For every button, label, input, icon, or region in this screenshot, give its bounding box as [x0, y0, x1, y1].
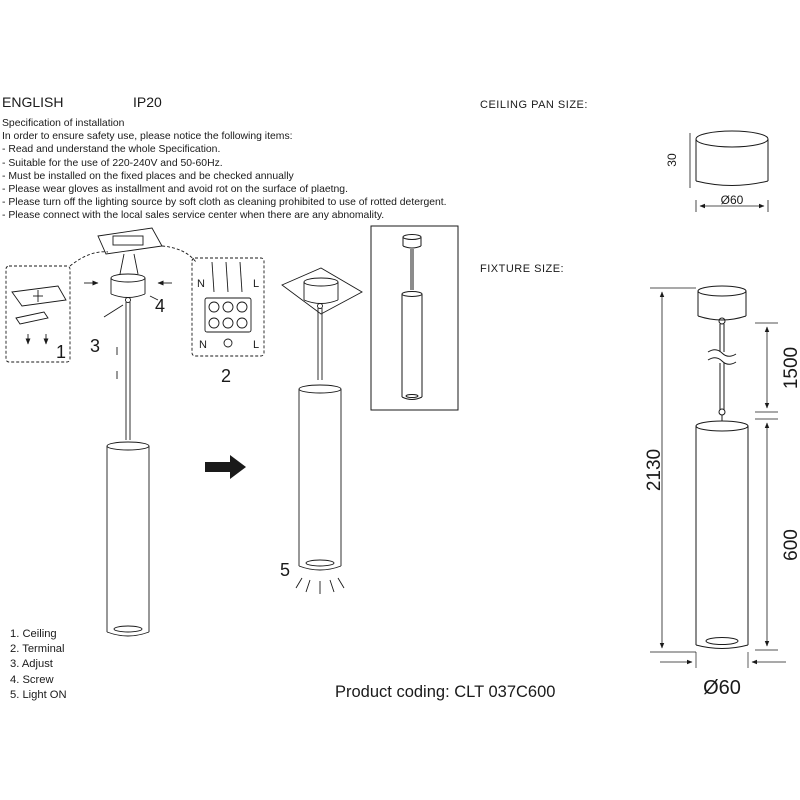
legend-item: 3. Adjust	[10, 658, 53, 671]
cable-length-label: 1500	[781, 347, 800, 389]
spec-item: - Please turn off the lighting source by…	[2, 197, 447, 209]
exploded-assembly	[69, 227, 197, 637]
assembled-fixture	[281, 267, 363, 594]
body-length-label: 600	[781, 529, 800, 561]
spec-item: - Please connect with the local sales se…	[2, 210, 385, 222]
step-2-label: 2	[221, 366, 231, 386]
fixture-heading: FIXTURE SIZE:	[480, 263, 565, 275]
fixture-drawing	[650, 285, 786, 668]
spec-item: - Suitable for the use of 220-240V and 5…	[2, 157, 223, 169]
legend-item: 2. Terminal	[10, 643, 65, 656]
fixture-inset	[370, 225, 459, 411]
language-label: ENGLISH	[2, 94, 64, 110]
ceiling-pan-heading: CEILING PAN SIZE:	[480, 99, 588, 111]
product-coding: Product coding: CLT 037C600	[335, 683, 556, 701]
spec-item: - Must be installed on the fixed places …	[2, 170, 294, 182]
wire-neutral-label: N	[197, 278, 205, 290]
ceiling-plate-detail	[5, 265, 71, 363]
ip-rating: IP20	[133, 94, 162, 110]
step-1-label: 1	[56, 342, 66, 362]
spec-item: - Please wear gloves as installment and …	[2, 184, 348, 196]
spec-item: - Read and understand the whole Specific…	[2, 144, 221, 156]
total-height-label: 2130	[644, 449, 665, 491]
assembly-arrow	[205, 455, 246, 479]
pan-diameter-label: Ø60	[721, 193, 744, 207]
terminal-block-detail	[191, 257, 265, 357]
specification-block: Specification of installation In order t…	[2, 117, 447, 223]
spec-title: Specification of installation	[2, 118, 125, 129]
wire-live-label: L	[253, 278, 259, 290]
legend-item: 4. Screw	[10, 673, 54, 686]
ceiling-pan-drawing	[689, 130, 769, 212]
fixture-diameter-label: Ø60	[703, 677, 741, 699]
wire-neutral-label: N	[199, 339, 207, 351]
spec-intro: In order to ensure safety use, please no…	[2, 131, 293, 143]
legend-item: 1. Ceiling	[10, 628, 57, 640]
step-4-label: 4	[155, 296, 165, 316]
step-5-label: 5	[280, 560, 290, 580]
step-3-label: 3	[90, 336, 100, 356]
pan-height-label: 30	[665, 153, 679, 167]
wire-live-label: L	[253, 339, 259, 351]
parts-legend: 1. Ceiling 2. Terminal 3. Adjust 4. Scre…	[10, 627, 67, 703]
legend-item: 5. Light ON	[10, 688, 67, 701]
